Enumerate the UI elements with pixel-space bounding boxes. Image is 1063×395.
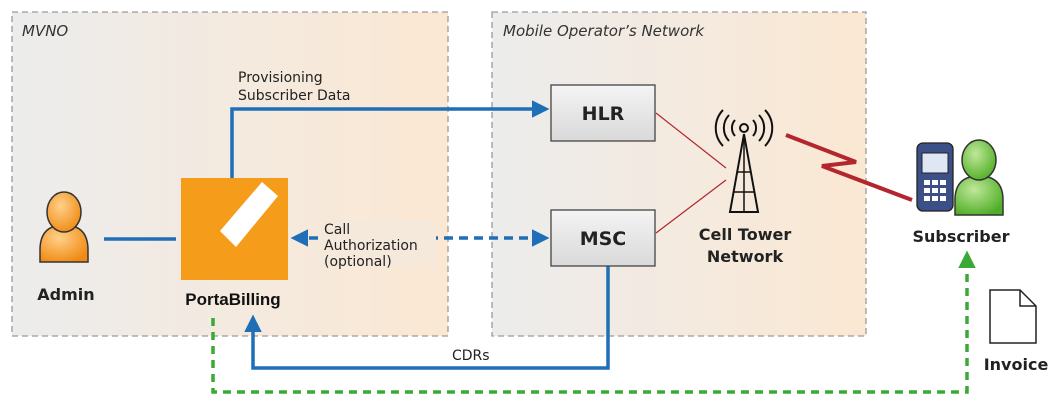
subscriber-person-icon xyxy=(954,139,1004,216)
operator-zone-label: Mobile Operator’s Network xyxy=(503,22,705,40)
invoice-document-icon xyxy=(989,289,1037,344)
call-auth-label-line1: Call xyxy=(324,222,350,238)
admin-label: Admin xyxy=(37,285,94,304)
msc-node: MSC xyxy=(550,209,656,267)
operator-zone xyxy=(491,11,867,337)
invoice-label: Invoice xyxy=(984,355,1049,374)
admin-person-icon xyxy=(39,191,89,263)
hlr-label: HLR xyxy=(582,103,625,125)
cell-tower-label-line2: Network xyxy=(707,247,784,266)
mvno-zone xyxy=(11,11,449,337)
hlr-tower-link xyxy=(655,112,727,169)
provisioning-arrow xyxy=(230,100,550,178)
call-auth-label-bg xyxy=(318,220,436,266)
msc-label: MSC xyxy=(580,228,627,250)
provisioning-label-line2: Subscriber Data xyxy=(238,88,350,104)
radio-link xyxy=(785,133,913,202)
invoice-arrow xyxy=(211,250,976,394)
portabilling-logo xyxy=(181,178,288,280)
cdrs-label: CDRs xyxy=(452,348,490,364)
subscriber-label: Subscriber xyxy=(913,227,1010,246)
portabilling-label: PortaBilling xyxy=(185,290,280,309)
cell-tower-label-line1: Cell Tower xyxy=(699,225,792,244)
hlr-node: HLR xyxy=(550,84,656,142)
provisioning-label-line1: Provisioning xyxy=(238,70,323,86)
msc-tower-link xyxy=(655,179,727,234)
cell-tower-icon xyxy=(714,109,774,213)
call-auth-label-line2: Authorization xyxy=(324,238,418,254)
cdrs-arrow xyxy=(244,266,610,370)
mobile-phone-icon xyxy=(916,142,954,212)
call-auth-label-line3: (optional) xyxy=(324,254,392,270)
mvno-zone-label: MVNO xyxy=(22,22,68,40)
